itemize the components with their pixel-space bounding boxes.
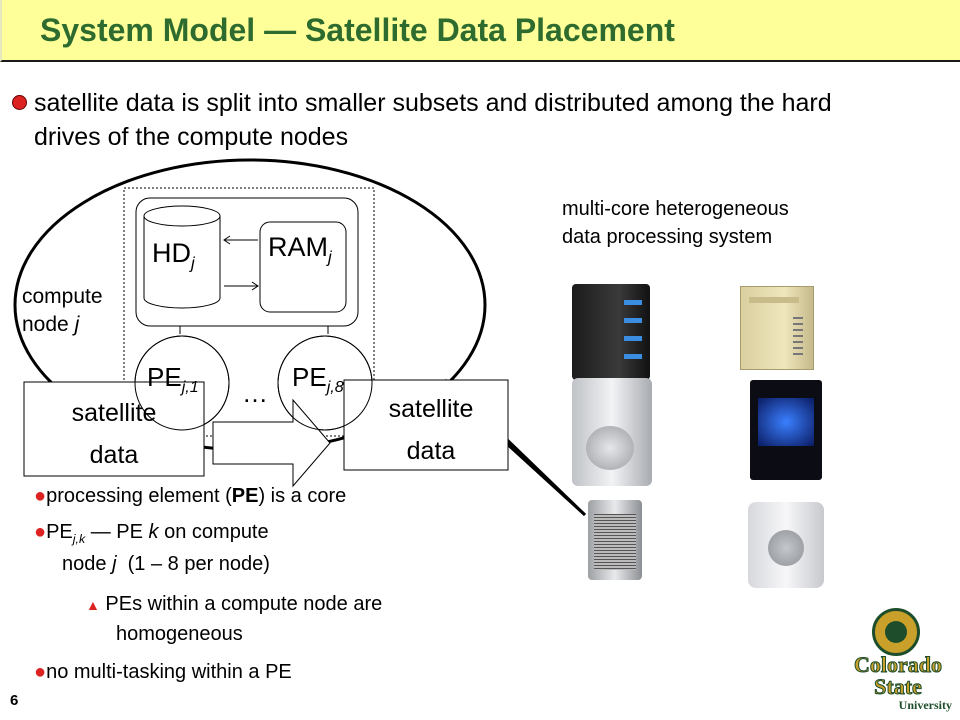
memory-box xyxy=(135,197,359,327)
satellite-right-text: satellite data xyxy=(388,395,474,465)
bullet-pe-jk-line2: node j (1 – 8 per node) xyxy=(62,553,270,575)
main-bullet-dot xyxy=(12,95,27,110)
compute-node-label: compute node j xyxy=(22,285,103,336)
satellite-box-right xyxy=(343,379,509,471)
main-bullet-text: satellite data is split into smaller sub… xyxy=(34,89,832,151)
hd-label: HDj xyxy=(152,238,195,273)
caret-up-icon: ▲ xyxy=(86,597,100,613)
satellite-left-text: satellite data xyxy=(71,399,157,469)
bullet-homogeneous: ▲ PEs within a compute node are xyxy=(86,593,383,615)
ram-label: RAMj xyxy=(268,232,332,267)
computer-tower-hp xyxy=(572,284,650,380)
computer-tower-beige xyxy=(740,286,814,370)
pe-right-label: PEj,8 xyxy=(292,362,344,397)
computer-tower-silver xyxy=(572,378,652,486)
transfer-arrow xyxy=(212,398,331,488)
computer-power-mac xyxy=(748,502,824,588)
title-bar xyxy=(0,0,960,62)
pe-ellipsis: … xyxy=(242,378,268,408)
computer-tower-blue xyxy=(750,380,822,480)
slide-number: 6 xyxy=(10,692,19,709)
bullet-no-multitasking: ●no multi-tasking within a PE xyxy=(34,661,292,683)
bullet-pe-jk: ●PEj,k — PE k on compute xyxy=(34,521,269,546)
slide-title: System Model — Satellite Data Placement xyxy=(40,12,675,48)
node-boundary xyxy=(123,187,375,437)
system-label: multi-core heterogeneous data processing… xyxy=(562,198,789,248)
bullet-dot-1: ● xyxy=(34,485,47,507)
ram-box xyxy=(259,221,347,313)
pe-left-label: PEj,1 xyxy=(147,362,199,397)
csu-wordmark: Colorado State University xyxy=(854,652,953,712)
csu-ram-logo-icon xyxy=(872,608,920,656)
computer-mac-pro xyxy=(588,500,642,580)
bullet-pe-core: ●processing element (PE) is a core xyxy=(34,485,347,507)
hd-cylinder xyxy=(143,205,221,227)
bullet-homogeneous-line2: homogeneous xyxy=(116,623,243,645)
